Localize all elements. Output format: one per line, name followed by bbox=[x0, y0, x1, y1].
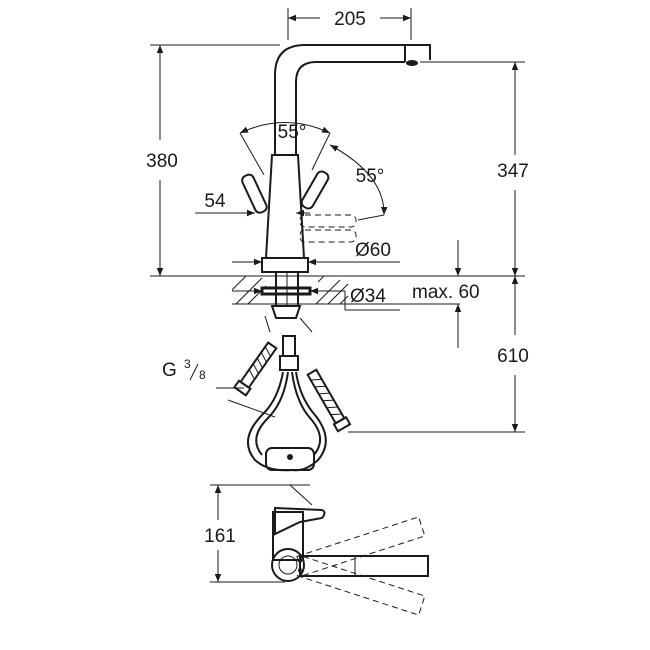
supply-hoses bbox=[232, 315, 352, 472]
hose-length-label: 610 bbox=[497, 346, 529, 367]
spout-reach-label: 205 bbox=[334, 9, 366, 30]
dimension-lines bbox=[150, 8, 525, 433]
body-diameter-label: Ø60 bbox=[355, 240, 391, 261]
top-view-height-label: 161 bbox=[204, 526, 236, 547]
body-angle-label: 55° bbox=[278, 122, 307, 143]
total-height-label: 380 bbox=[146, 151, 178, 172]
lever-offset-label: 54 bbox=[204, 191, 226, 212]
thread-denominator: 8 bbox=[199, 368, 206, 382]
faucet-spout bbox=[274, 44, 431, 155]
thread-numerator: 3 bbox=[184, 357, 191, 371]
thread-fraction-slash bbox=[189, 363, 199, 381]
top-view bbox=[210, 484, 429, 616]
hole-diameter-label: Ø34 bbox=[350, 286, 386, 307]
spout-height-label: 347 bbox=[497, 161, 529, 182]
max-thickness-label: max. 60 bbox=[412, 282, 480, 303]
countertop-section bbox=[231, 271, 349, 319]
lever-angle-label: 55° bbox=[356, 166, 385, 187]
thread-label: G bbox=[162, 360, 177, 381]
faucet-body bbox=[241, 154, 357, 273]
